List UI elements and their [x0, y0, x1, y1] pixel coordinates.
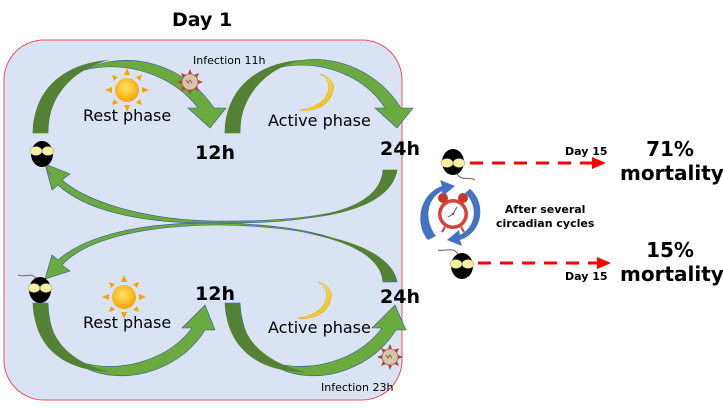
circadian-cycles-label: After several circadian cycles: [496, 203, 594, 231]
infection-23h-label: Infection 23h: [321, 381, 394, 394]
return-arrow-bottom-shade: [300, 232, 397, 282]
bottom-active-phase-label: Active phase: [268, 318, 371, 337]
bottom-mortality-percent: 15%: [646, 238, 694, 262]
top-active-phase-label: Active phase: [268, 111, 371, 130]
moon-icon: [297, 281, 332, 319]
mouse-icon: [440, 149, 476, 181]
top-24h-label: 24h: [380, 138, 420, 160]
return-arrow-top-shade: [300, 170, 397, 219]
virus-icon: [377, 344, 403, 370]
mouse-icon: [17, 274, 53, 303]
mouse-icon: [29, 141, 55, 175]
bottom-active-arrow-shade: [225, 303, 305, 372]
top-rest-phase-label: Rest phase: [83, 106, 172, 125]
circadian-cycles-line1: After several: [504, 203, 586, 216]
dashed-arrow-bottom: [478, 257, 611, 269]
sun-icon: [102, 275, 146, 319]
bottom-mortality-word: mortality: [620, 262, 723, 286]
dashed-arrow-top: [470, 157, 606, 169]
top-active-arrow-shade: [225, 60, 302, 133]
top-day15-label: Day 15: [565, 145, 608, 158]
day1-title: Day 1: [172, 9, 233, 31]
sun-icon: [105, 68, 149, 112]
bottom-rest-phase-label: Rest phase: [83, 313, 172, 332]
mouse-icon: [437, 249, 475, 279]
top-mortality-percent: 71%: [646, 137, 694, 161]
circadian-cycles-line2: circadian cycles: [496, 217, 595, 230]
top-rest-arrow-shade: [33, 60, 110, 133]
day1-panel: [3, 39, 403, 401]
bottom-day15-label: Day 15: [565, 270, 608, 283]
virus-icon: [177, 69, 203, 95]
bottom-mortality: 15% mortality: [620, 238, 723, 286]
bottom-24h-label: 24h: [380, 286, 420, 308]
alarm-clock-icon: [438, 193, 468, 233]
top-mortality: 71% mortality: [620, 137, 723, 185]
bottom-rest-arrow-shade: [33, 303, 110, 372]
bottom-12h-label: 12h: [195, 283, 235, 305]
return-arrow-bottom: [44, 222, 398, 283]
infection-11h-label: Infection 11h: [193, 54, 266, 67]
cycle-arrows-icon: [420, 180, 481, 246]
top-12h-label: 12h: [195, 142, 235, 164]
moon-icon: [299, 73, 334, 111]
top-mortality-word: mortality: [620, 161, 723, 185]
